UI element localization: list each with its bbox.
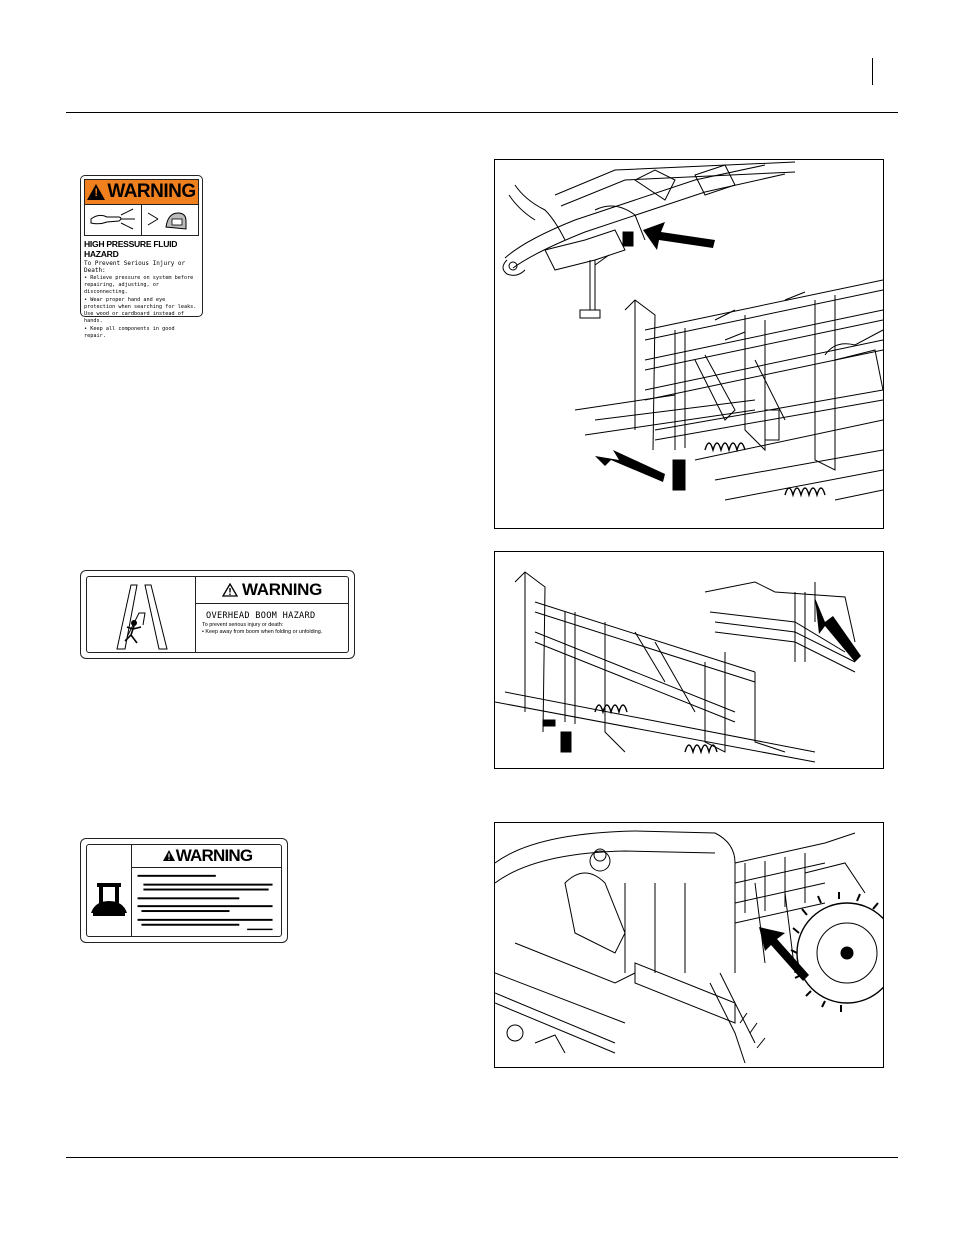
decal-subtitle: To prevent serious injury or death: xyxy=(202,622,284,628)
decal-pictograms xyxy=(84,205,199,236)
hand-cardboard-icon xyxy=(142,205,198,235)
decal-bullet: • Wear proper hand and eye protection wh… xyxy=(84,297,197,324)
figure-boom-fold xyxy=(494,551,884,769)
footer-rule xyxy=(66,1157,898,1158)
warning-triangle-icon xyxy=(221,583,238,597)
decal-header: WARNING xyxy=(132,845,282,868)
hand-spray-icon xyxy=(85,205,142,235)
boom-person-icon xyxy=(87,577,196,652)
decal-bullet: • Relieve pressure on system before repa… xyxy=(84,275,194,295)
decal-high-pressure-fluid: ! WARNING HIGH PRESSURE FLUID HAZARD To … xyxy=(80,175,203,339)
figure-tank-and-platform xyxy=(494,822,884,1068)
decal-signal-word: WARNING xyxy=(107,181,196,202)
decal-signal-word: WARNING xyxy=(241,580,323,599)
decal-subtitle: To Prevent Serious Injury or Death: xyxy=(84,260,186,274)
decal-bullet: • Keep away from boom when folding or un… xyxy=(202,629,323,635)
decal-signal-word: WARNING xyxy=(175,845,253,865)
decal-overhead-boom: WARNING OVERHEAD BOOM HAZARD To prevent … xyxy=(80,570,355,659)
warning-triangle-icon xyxy=(162,850,175,862)
header-rule xyxy=(66,112,898,113)
decal-header: WARNING xyxy=(196,577,348,604)
figure-frame-and-boom xyxy=(494,159,884,529)
decal-bullet: • Keep all components in good repair. xyxy=(84,326,175,339)
hitch-jack-icon xyxy=(87,845,132,936)
header-tick xyxy=(872,58,873,85)
decal-text-block xyxy=(137,874,273,930)
decal-title: HIGH PRESSURE FLUID HAZARD xyxy=(84,239,178,259)
decal-title: OVERHEAD BOOM HAZARD xyxy=(206,611,316,621)
warning-triangle-icon: ! xyxy=(87,184,106,200)
decal-hitch-weight: WARNING xyxy=(80,838,288,943)
decal-header: ! WARNING xyxy=(84,179,199,205)
